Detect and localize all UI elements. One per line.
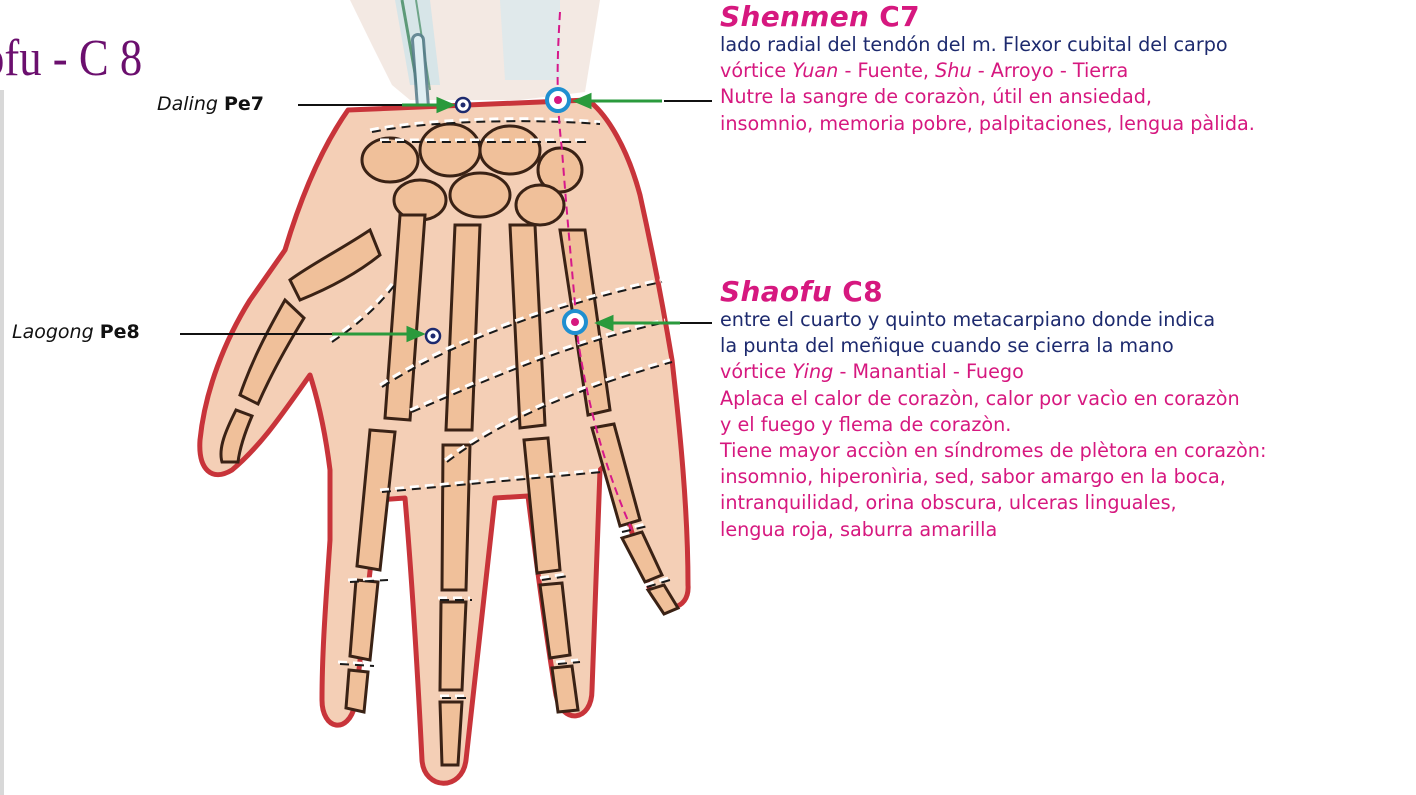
shaofu-vortex-ying: Ying — [792, 360, 833, 383]
shaofu-line-3: Tiene mayor acciòn en síndromes de plèto… — [720, 438, 1410, 464]
shenmen-vortex-prefix: vórtice — [720, 59, 792, 82]
acupoint-marker-laogong — [426, 329, 440, 343]
callout-laogong: Laogong Pe8 — [12, 321, 140, 343]
shaofu-title-code: C8 — [842, 275, 883, 308]
shaofu-line-5: intranquilidad, orina obscura, ulceras l… — [720, 490, 1410, 516]
shenmen-vortex-shu: Shu — [935, 59, 972, 82]
acupoint-marker-shaofu — [564, 311, 586, 333]
shaofu-line-4: insomnio, hiperonìria, sed, sabor amargo… — [720, 464, 1410, 490]
shaofu-line-2: y el fuego y flema de corazòn. — [720, 412, 1410, 438]
callout-laogong-name: Laogong — [12, 321, 94, 343]
shenmen-title: Shenmen C7 — [720, 2, 1410, 32]
callout-daling-code: Pe7 — [224, 93, 264, 115]
shaofu-title: Shaofu C8 — [720, 277, 1410, 307]
callout-daling-name: Daling — [157, 93, 218, 115]
shenmen-vortex-yuan: Yuan — [792, 59, 838, 82]
shenmen-title-code: C7 — [879, 0, 920, 33]
shenmen-indication-1: Nutre la sangre de corazòn, útil en ansi… — [720, 84, 1410, 110]
shenmen-vortex-suffix: - Arroyo - Tierra — [972, 59, 1129, 82]
shenmen-vortex: vórtice Yuan - Fuente, Shu - Arroyo - Ti… — [720, 58, 1410, 84]
shaofu-line-1: Aplaca el calor de corazòn, calor por va… — [720, 386, 1410, 412]
shenmen-indication-2: insomnio, memoria pobre, palpitaciones, … — [720, 111, 1410, 137]
shaofu-line-6: lengua roja, saburra amarilla — [720, 517, 1410, 543]
shenmen-title-name: Shenmen — [720, 0, 869, 33]
shaofu-description: Shaofu C8 entre el cuarto y quinto metac… — [720, 277, 1410, 543]
shaofu-vortex: vórtice Ying - Manantial - Fuego — [720, 359, 1410, 385]
acupoint-marker-shenmen — [547, 89, 569, 111]
shaofu-vortex-prefix: vórtice — [720, 360, 792, 383]
shaofu-location-2: la punta del meñique cuando se cierra la… — [720, 333, 1410, 359]
shenmen-location: lado radial del tendón del m. Flexor cub… — [720, 32, 1410, 58]
acupoint-marker-daling — [456, 98, 470, 112]
shaofu-title-name: Shaofu — [720, 275, 832, 308]
callout-daling: Daling Pe7 — [157, 93, 264, 115]
shenmen-description: Shenmen C7 lado radial del tendón del m.… — [720, 2, 1410, 137]
shaofu-vortex-suffix: - Manantial - Fuego — [833, 360, 1023, 383]
shenmen-vortex-mid: - Fuente, — [838, 59, 935, 82]
callout-laogong-code: Pe8 — [100, 321, 140, 343]
shaofu-location-1: entre el cuarto y quinto metacarpiano do… — [720, 307, 1410, 333]
